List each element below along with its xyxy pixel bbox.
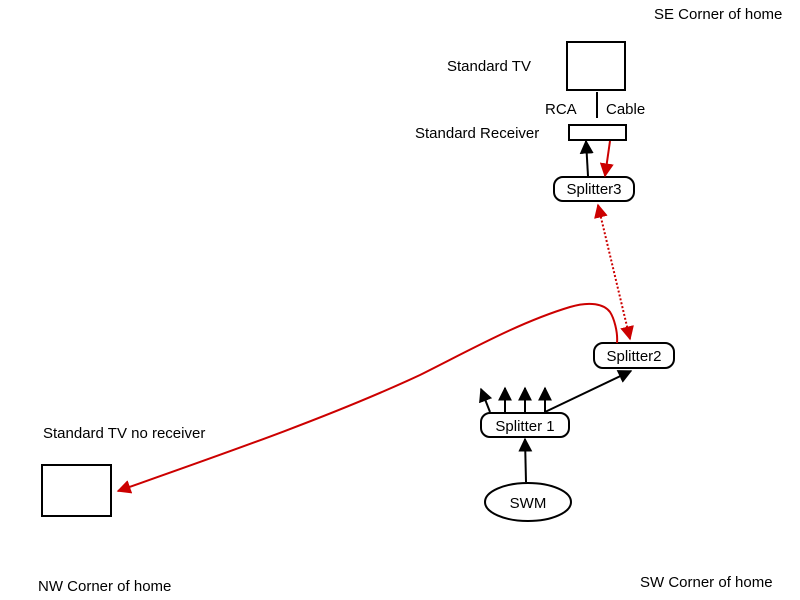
splitter1-to-splitter2-arrow: [544, 370, 633, 413]
splitter3-splitter2-dotted-link: [594, 203, 634, 341]
standard-receiver-box: [568, 124, 627, 141]
splitter1-output-arrow: [479, 387, 493, 413]
swm-label: SWM: [510, 495, 547, 512]
tv-no-receiver-label: Standard TV no receiver: [43, 425, 205, 442]
splitter3-label: Splitter3: [566, 181, 621, 198]
receiver-to-splitter3-red-arrow: [599, 140, 614, 178]
se-corner-label: SE Corner of home: [654, 6, 782, 23]
splitter3-to-receiver-arrow: [579, 139, 594, 177]
standard-receiver-label: Standard Receiver: [415, 125, 539, 142]
tv-no-receiver-box: [41, 464, 112, 517]
splitter3-node: [553, 176, 635, 202]
splitter2-label: Splitter2: [606, 348, 661, 365]
splitter1-node: [480, 412, 570, 438]
splitter2-node: [593, 342, 675, 369]
cable-label: Cable: [606, 101, 645, 118]
sw-corner-label: SW Corner of home: [640, 574, 773, 591]
splitter1-label: Splitter 1: [495, 418, 554, 435]
rca-label: RCA: [545, 101, 577, 118]
swm-node: [484, 482, 572, 522]
standard-tv-label: Standard TV: [447, 58, 531, 75]
swm-to-splitter1-arrow: [518, 437, 533, 483]
splitter2-to-tv-no-receiver-red-cable: [116, 302, 619, 494]
standard-tv-box: [566, 41, 626, 91]
nw-corner-label: NW Corner of home: [38, 578, 171, 595]
